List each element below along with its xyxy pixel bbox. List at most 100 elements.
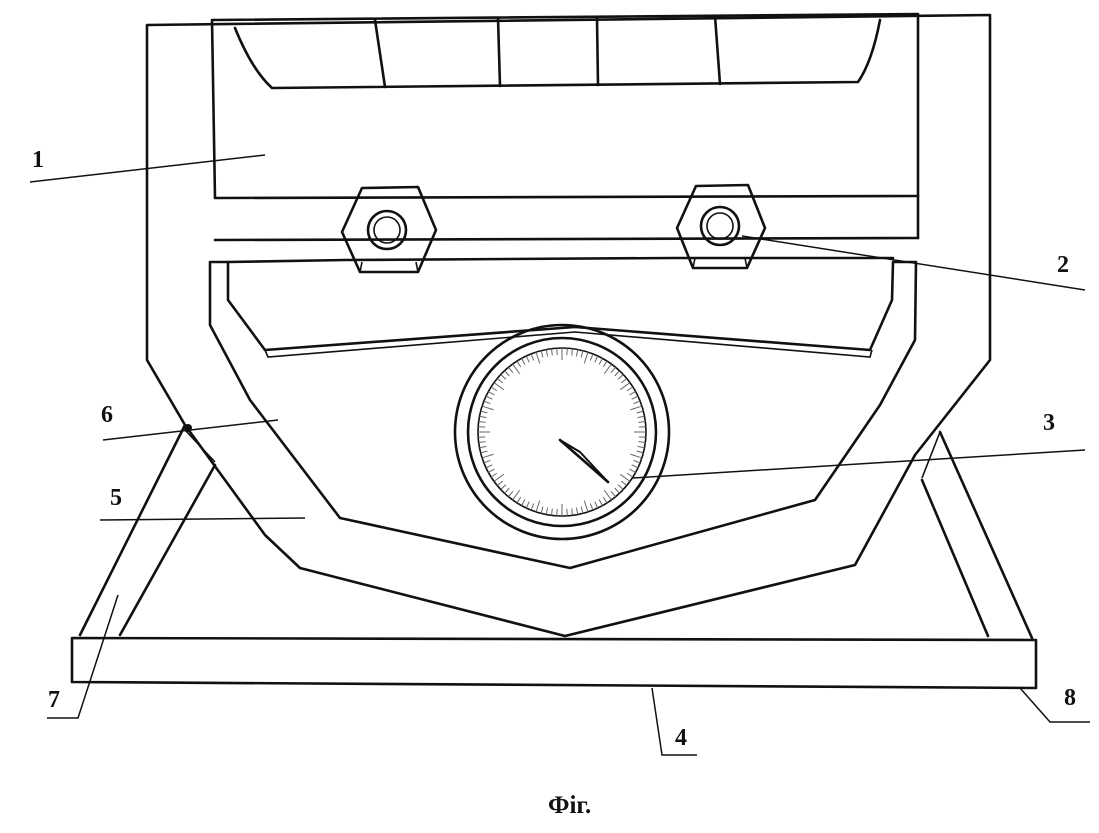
gauge-tick: [496, 480, 503, 486]
gauge-tick: [583, 500, 589, 513]
label-3: 3: [1043, 410, 1055, 436]
gauge-tick: [602, 496, 608, 504]
hex-nut-right: [675, 183, 767, 270]
gauge-tick: [481, 405, 494, 411]
gauge-tick: [580, 350, 584, 358]
left-support: [78, 423, 217, 637]
gauge-tick: [478, 441, 486, 444]
inner-shell: [208, 256, 918, 570]
gauge-tick: [478, 420, 486, 423]
gauge-tick: [589, 503, 594, 511]
gauge-tick: [633, 459, 641, 464]
gauge-tick: [480, 410, 488, 414]
gauge-tick: [545, 349, 549, 357]
gauge-tick: [630, 453, 643, 459]
gauge-tick: [516, 360, 522, 368]
label-4: 4: [675, 725, 687, 751]
gauge-tick: [483, 459, 491, 464]
gauge-tick: [614, 370, 620, 377]
gauge-tick: [540, 506, 544, 514]
gauge-tick: [504, 370, 510, 377]
gauge-tick: [594, 501, 599, 509]
gauge-tick: [530, 503, 535, 511]
gauge-tick: [621, 378, 628, 384]
gauge-tick: [521, 358, 526, 365]
gauge-tick: [603, 489, 612, 501]
hex-nut-left: [340, 185, 438, 274]
gauge-tick: [630, 405, 643, 411]
upper-frame: [210, 12, 920, 200]
outer-housing: [145, 13, 992, 638]
gauge-tick: [516, 496, 522, 504]
gauge-tick: [550, 508, 553, 516]
leader-lines: [29, 154, 1090, 756]
label-7: 7: [48, 687, 60, 713]
gauge-tick: [512, 489, 521, 501]
gauge-tick: [598, 499, 603, 506]
gauge-tick: [530, 353, 535, 361]
gauge-tick: [525, 501, 530, 509]
gauge-tick: [485, 395, 493, 400]
gauge-tick: [545, 507, 549, 515]
gauge-tick: [496, 378, 503, 384]
gauge-tick: [490, 386, 498, 392]
gauge-tick: [589, 353, 594, 361]
gauge-tick: [500, 374, 507, 380]
gauge-tick: [493, 473, 505, 482]
gauge-tick: [637, 415, 645, 419]
figure-caption: Фіг.: [548, 792, 591, 819]
gauge-tick: [481, 453, 494, 459]
gauge-tick: [638, 441, 646, 444]
gauge-tick: [508, 491, 514, 498]
gauge-tick: [626, 386, 634, 392]
gauge-tick: [508, 366, 514, 373]
gauge-tick: [521, 499, 526, 506]
pressure-gauge: [453, 323, 671, 541]
gauge-tick: [614, 487, 620, 494]
gauge-tick: [617, 484, 624, 490]
gauge-tick: [631, 464, 639, 469]
gauge-tick: [479, 415, 487, 419]
gauge-tick: [580, 506, 584, 514]
label-5: 5: [110, 485, 122, 511]
gauge-tick: [479, 445, 487, 449]
gauge-tick: [603, 363, 612, 375]
label-2: 2: [1057, 252, 1069, 278]
gauge-tick: [571, 508, 574, 516]
gauge-tick: [636, 410, 644, 414]
gauge-tick: [610, 366, 616, 373]
gauge-tick: [619, 382, 631, 391]
reference-numerals: 1 2 3 4 5 6 7 8: [32, 147, 1076, 751]
gauge-tick: [617, 374, 624, 380]
gauge-tick: [488, 391, 495, 396]
gauge-tick: [594, 355, 599, 363]
gauge-tick: [488, 468, 495, 473]
gauge-tick: [619, 473, 631, 482]
gauge-scale: [478, 348, 646, 516]
gauge-tick: [631, 395, 639, 400]
gauge-tick: [637, 445, 645, 449]
gauge-tick: [512, 363, 521, 375]
gauge-tick: [629, 391, 636, 396]
gauge-tick: [535, 500, 541, 513]
gauge-tick: [598, 358, 603, 365]
gauge-tick: [483, 400, 491, 405]
gauge-tick: [602, 360, 608, 368]
base-plate: [70, 636, 1038, 690]
gauge-tick: [571, 348, 574, 356]
gauge-tick: [480, 450, 488, 454]
gauge-tick: [493, 382, 505, 391]
gauge-tick: [500, 484, 507, 490]
gauge-tick: [610, 491, 616, 498]
gauge-tick: [485, 464, 493, 469]
gauge-tick: [575, 349, 579, 357]
gauge-tick: [535, 351, 541, 364]
gauge-tick: [621, 480, 628, 486]
label-6: 6: [101, 402, 113, 428]
label-1: 1: [32, 147, 44, 173]
gauge-tick: [629, 468, 636, 473]
gauge-tick: [626, 472, 634, 478]
gauge-tick: [575, 507, 579, 515]
gauge-tick: [583, 351, 589, 364]
